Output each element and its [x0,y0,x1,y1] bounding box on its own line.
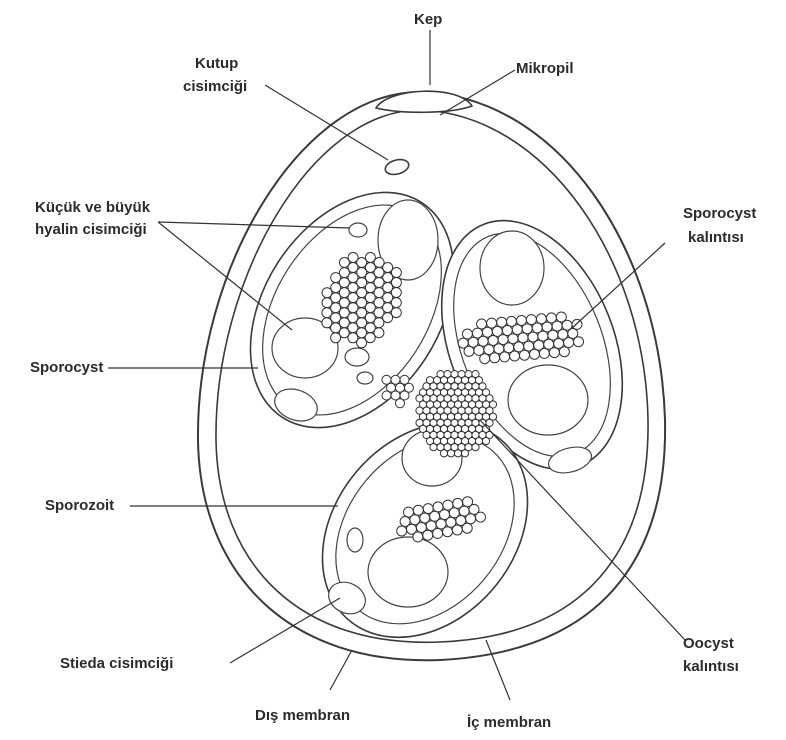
oocyst-residuum [416,371,497,457]
granule [464,346,474,356]
label-sporocyst: Sporocyst [30,359,103,376]
granule [461,450,468,457]
small-granule-cluster [382,375,414,408]
label-sporocyst-kalinti-line1: Sporocyst [683,205,756,222]
label-hyalin-line1: Küçük ve büyük [35,199,151,216]
granule [466,514,476,524]
granule [559,347,569,357]
granule [331,333,341,343]
label-sporozoit: Sporozoit [45,497,114,514]
granule [430,444,437,451]
label-kutup-line2: cisimciği [183,78,247,95]
granule [413,532,423,542]
granule [452,525,462,535]
label-kutup-line1: Kutup [195,55,238,72]
granule [500,352,510,362]
granule [480,354,490,364]
granule [574,337,584,347]
granule [447,450,454,457]
granule [396,399,405,408]
label-sporocyst-kalinti-line2: kalıntısı [688,229,744,246]
granule [462,523,472,533]
label-dis-membran: Dış membran [255,707,350,724]
granule [539,348,549,358]
label-oocyst-kalinti-line2: kalıntısı [683,658,739,675]
granule [490,353,500,363]
label-oocyst-kalinti-line1: Oocyst [683,635,734,652]
granule [423,530,433,540]
granule [454,450,461,457]
label-mikropil: Mikropil [516,60,574,77]
label-hyalin-line2: hyalin cisimciği [35,221,147,238]
label-stieda: Stieda cisimciği [60,655,173,672]
granule [482,438,489,445]
granule [510,351,520,361]
label-ic-membran: İç membran [467,714,551,731]
granule [564,338,574,348]
granule [357,338,367,348]
granule [440,450,447,457]
granule [382,391,391,400]
granule [397,526,407,536]
granule [520,350,530,360]
granule [476,512,486,522]
granule [443,527,453,537]
label-kep: Kep [414,11,442,28]
granule [472,444,479,451]
granule [530,349,540,359]
polar-cap [376,91,472,112]
granule [549,348,559,358]
granule [433,528,443,538]
